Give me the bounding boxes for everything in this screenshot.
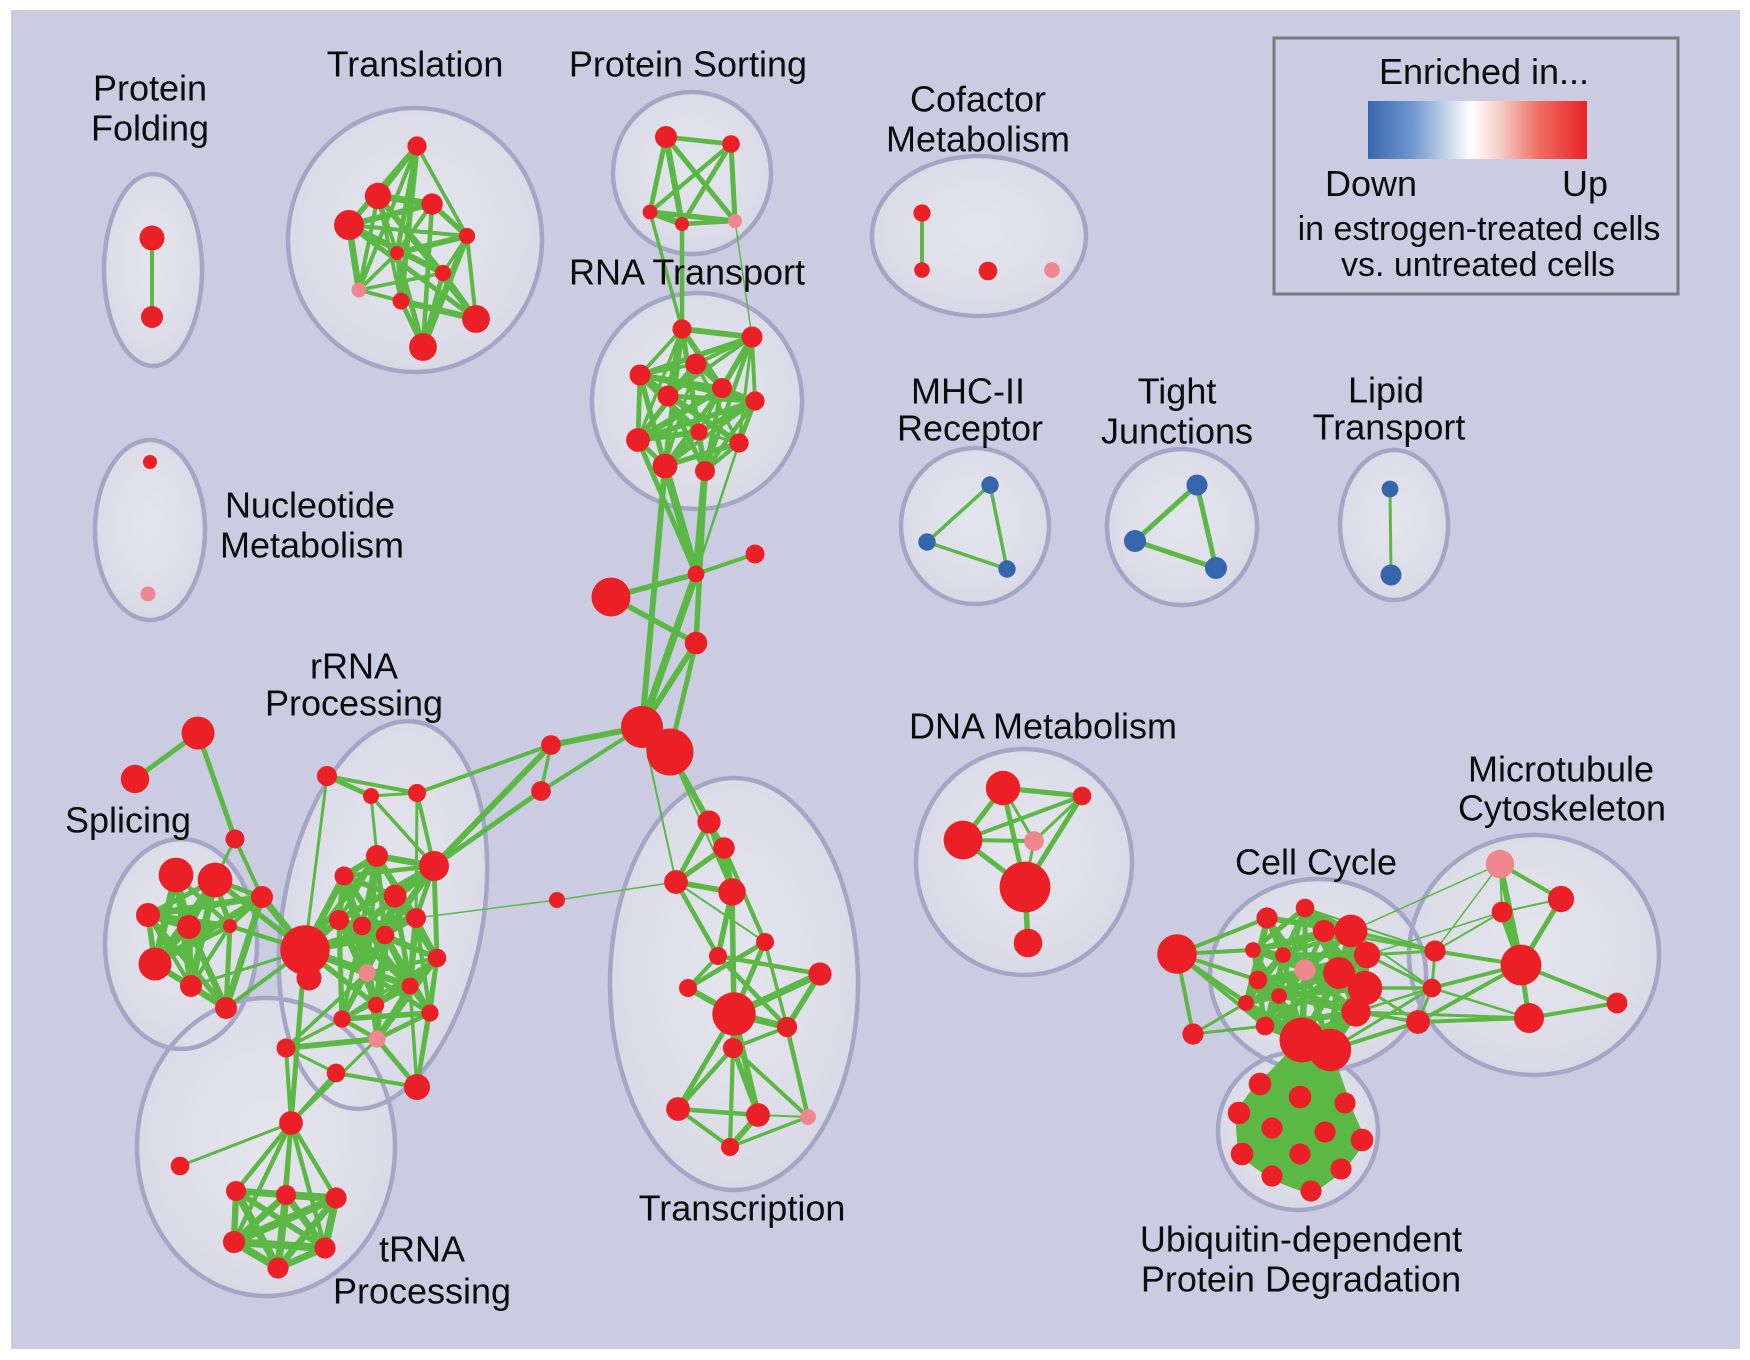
svg-text:Lipid: Lipid — [1348, 370, 1424, 411]
svg-text:Transcription: Transcription — [639, 1188, 846, 1229]
svg-text:RNA Transport: RNA Transport — [569, 252, 805, 293]
svg-text:MHC-II: MHC-II — [911, 371, 1025, 412]
svg-text:Nucleotide: Nucleotide — [225, 485, 395, 526]
svg-text:in estrogen-treated cells: in estrogen-treated cells — [1298, 210, 1661, 248]
svg-text:Protein Sorting: Protein Sorting — [569, 44, 807, 85]
svg-text:Enriched in...: Enriched in... — [1379, 51, 1589, 92]
svg-text:Processing: Processing — [333, 1271, 511, 1312]
svg-text:Cytoskeleton: Cytoskeleton — [1458, 788, 1666, 829]
svg-text:Cofactor: Cofactor — [910, 79, 1046, 120]
svg-text:Metabolism: Metabolism — [220, 525, 404, 566]
svg-text:Up: Up — [1562, 163, 1608, 204]
svg-text:Protein: Protein — [93, 68, 207, 109]
svg-text:Metabolism: Metabolism — [886, 119, 1070, 160]
svg-text:Protein Degradation: Protein Degradation — [1141, 1259, 1461, 1300]
svg-text:Ubiquitin-dependent: Ubiquitin-dependent — [1140, 1219, 1462, 1260]
svg-text:DNA Metabolism: DNA Metabolism — [909, 706, 1177, 747]
svg-text:Junctions: Junctions — [1101, 411, 1253, 452]
svg-text:Splicing: Splicing — [65, 800, 191, 841]
svg-text:Tight: Tight — [1138, 371, 1217, 412]
svg-text:Down: Down — [1325, 163, 1417, 204]
svg-text:tRNA: tRNA — [379, 1229, 465, 1270]
svg-text:Receptor: Receptor — [897, 408, 1043, 449]
svg-text:Transport: Transport — [1313, 407, 1466, 448]
svg-text:vs. untreated cells: vs. untreated cells — [1341, 246, 1615, 284]
svg-text:Microtubule: Microtubule — [1468, 749, 1654, 790]
svg-text:Processing: Processing — [265, 683, 443, 724]
svg-text:Cell Cycle: Cell Cycle — [1235, 842, 1397, 883]
svg-text:Folding: Folding — [91, 108, 209, 149]
svg-text:Translation: Translation — [327, 44, 504, 85]
svg-text:rRNA: rRNA — [310, 646, 398, 687]
